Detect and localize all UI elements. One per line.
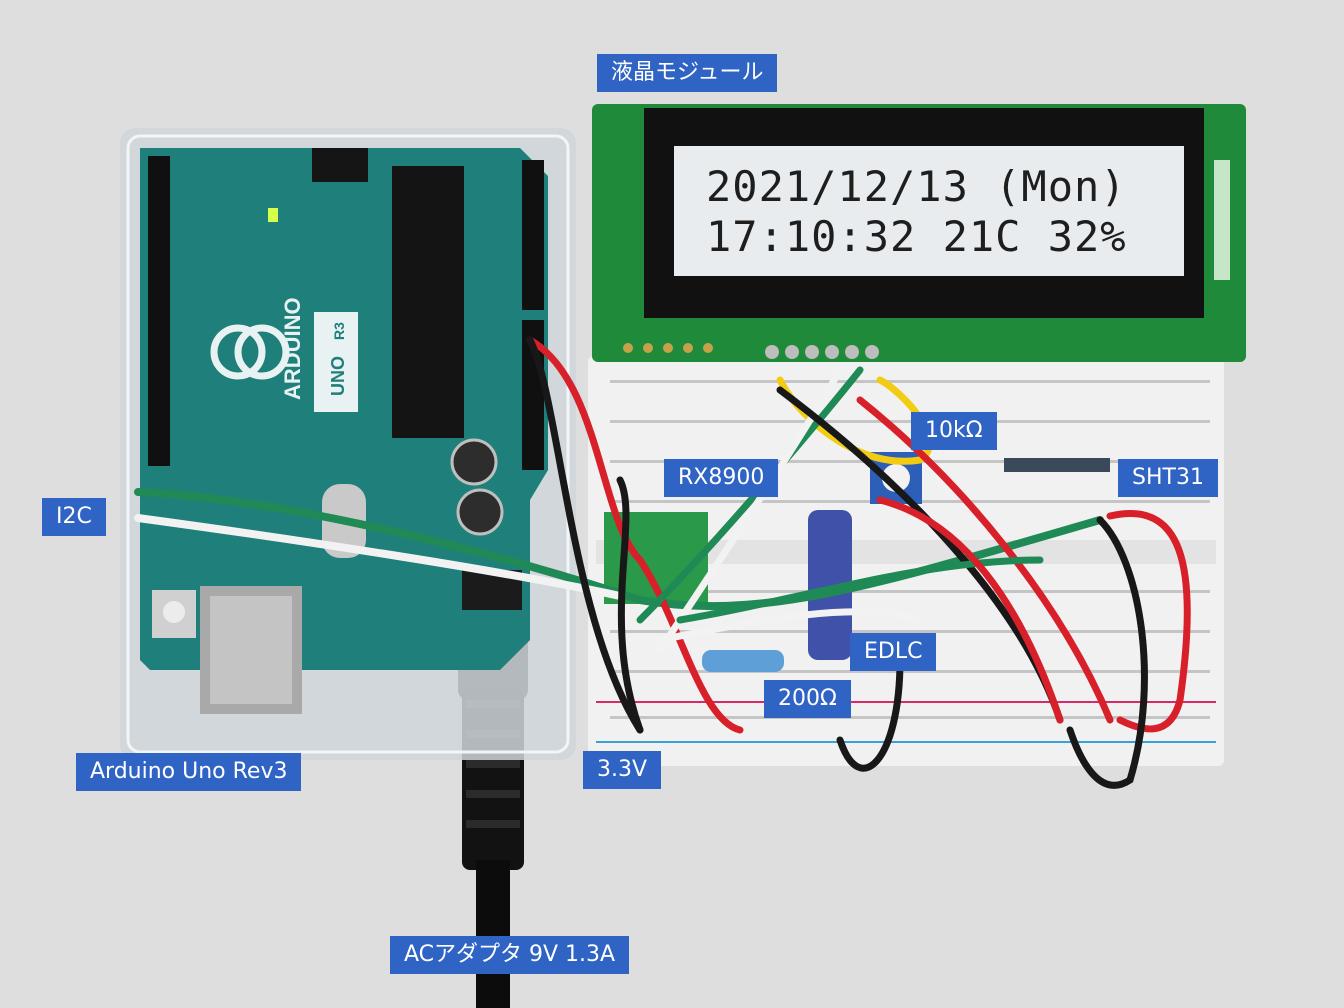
label-rx8900: RX8900: [664, 459, 779, 497]
label-3v3: 3.3V: [583, 751, 662, 789]
label-sht31: SHT31: [1118, 459, 1218, 497]
wire-green: [676, 556, 1044, 624]
arduino-logo: [210, 324, 266, 380]
edlc-capacitor: [808, 510, 852, 660]
wire-red: [876, 496, 1064, 724]
label-resistor-10k: 10kΩ: [911, 412, 997, 450]
label-lcd-module: 液晶モジュール: [597, 54, 778, 92]
lcd-module: [592, 104, 1246, 362]
lcd-line-1: 2021/12/13 (Mon): [706, 162, 1127, 211]
wire-yellow: [776, 376, 933, 465]
wire-red: [856, 396, 1114, 724]
digital-header: [148, 156, 170, 466]
label-ac-adapter: ACアダプタ 9V 1.3A: [390, 936, 630, 974]
arduino-board-text: ARDUINO: [280, 297, 305, 400]
wire-black: [1066, 516, 1148, 789]
wire-white: [656, 608, 924, 644]
wire-white: [656, 366, 844, 654]
label-edlc: EDLC: [850, 633, 937, 671]
uno-text: UNO: [328, 356, 348, 396]
lcd-line-2: 17:10:32 21C 32%: [706, 212, 1127, 261]
arduino-uno-board: ARDUINO UNO R3: [140, 148, 548, 714]
capacitor: [450, 438, 498, 486]
wire-black: [526, 336, 644, 734]
icsp-header: [312, 148, 368, 182]
label-resistor-200: 200Ω: [764, 680, 851, 718]
wire-white: [134, 514, 624, 600]
wire-black: [616, 476, 644, 734]
lcd-display-text: 2021/12/13 (Mon) 17:10:32 21C 32%: [676, 148, 1184, 278]
r3-text: R3: [331, 322, 347, 340]
wire-red: [1106, 510, 1191, 733]
label-i2c: I2C: [42, 498, 106, 536]
capacitor: [456, 488, 504, 536]
wire-black: [836, 656, 904, 772]
label-arduino: Arduino Uno Rev3: [76, 753, 302, 791]
resistor-200: [702, 650, 784, 672]
analog-header: [522, 160, 544, 310]
lcd-screen: [674, 146, 1184, 276]
sht31-sensor: [1004, 458, 1110, 472]
lcd-header-pins: [765, 345, 879, 359]
on-led: [268, 208, 278, 222]
wires: [134, 336, 1191, 789]
wire-red: [526, 336, 744, 734]
atmega-chip: [392, 166, 464, 438]
